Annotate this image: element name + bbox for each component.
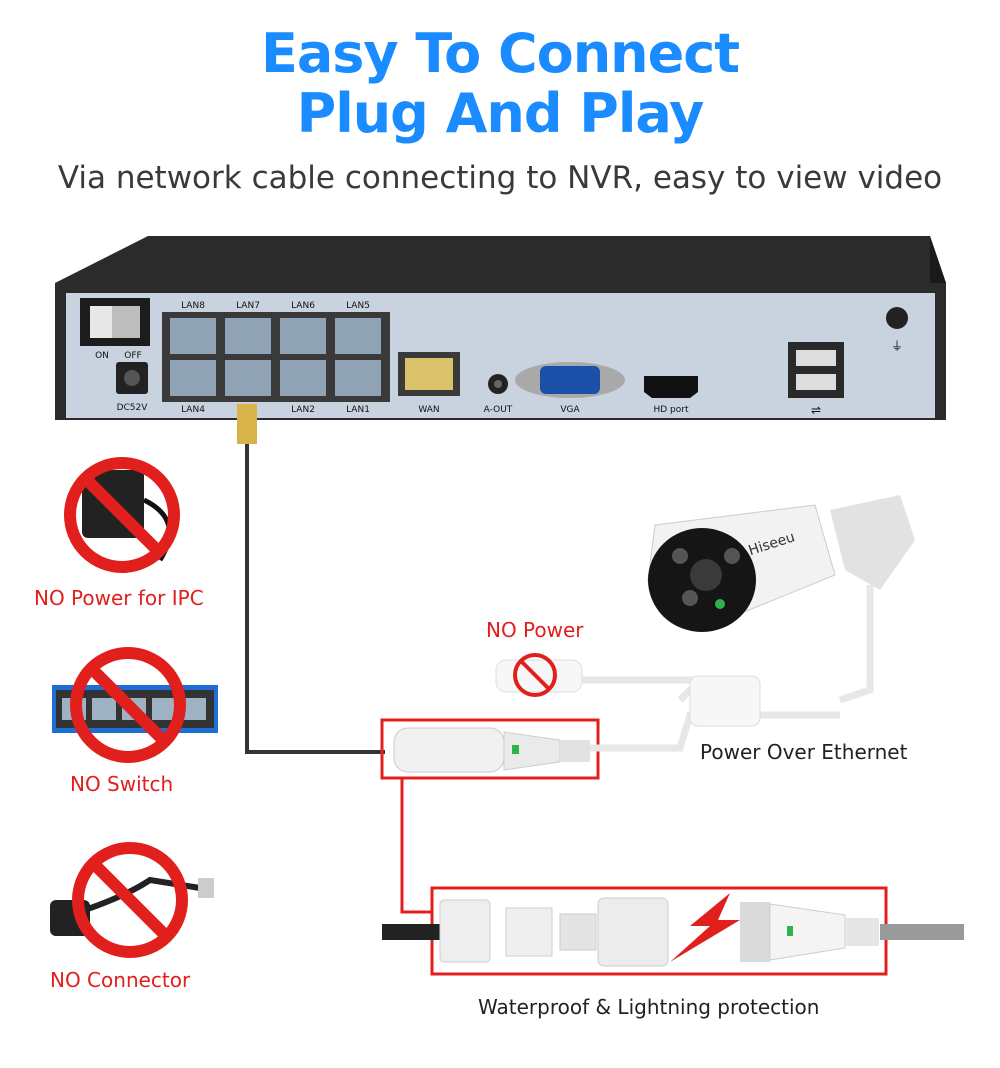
dc-plug-no-power [495, 653, 583, 697]
lan4-label: LAN4 [181, 405, 205, 415]
lan8-label: LAN8 [181, 301, 205, 311]
no-switch-label: NO Switch [70, 772, 174, 796]
power-adapter-prohibited [64, 457, 180, 573]
lightning-icon [670, 893, 740, 962]
nvr-device: ON OFF DC52V LAN8 LAN7 LAN6 LAN5 LAN4 LA… [55, 236, 946, 420]
detail-link-line [400, 778, 432, 914]
usb-icon: ⇌ [811, 403, 821, 417]
vga-label: VGA [560, 405, 580, 415]
bullet-camera: Hiseeu [647, 495, 915, 632]
lan2-label: LAN2 [291, 405, 315, 415]
rj45-plug [237, 404, 257, 444]
switch-prohibited [52, 647, 218, 763]
switch-off-label: OFF [124, 351, 141, 361]
connector-prohibited [50, 842, 214, 958]
title-line-1: Easy To Connect [260, 22, 740, 85]
no-power-ipc-label: NO Power for IPC [34, 586, 204, 610]
poe-splitter [689, 675, 761, 727]
poe-connector [393, 727, 590, 773]
prohibited-icon [64, 457, 180, 573]
hdmi-label: HD port [653, 405, 688, 415]
hdmi-port [644, 376, 698, 398]
audio-out-label: A-OUT [484, 405, 513, 415]
prohibited-icon [72, 842, 188, 958]
lan7-label: LAN7 [236, 301, 260, 311]
ground-icon: ⏚ [891, 339, 903, 353]
switch-on-label: ON [95, 351, 109, 361]
wan-label: WAN [418, 405, 439, 415]
no-power-label: NO Power [486, 618, 584, 642]
waterproof-connector [382, 893, 964, 967]
waterproof-label: Waterproof & Lightning protection [478, 995, 820, 1019]
prohibited-icon [70, 647, 186, 763]
lan5-label: LAN5 [346, 301, 370, 311]
lan1-label: LAN1 [346, 405, 370, 415]
network-cable [237, 404, 385, 754]
ground-screw [886, 307, 908, 329]
poe-label: Power Over Ethernet [700, 740, 908, 764]
subtitle: Via network cable connecting to NVR, eas… [57, 160, 943, 196]
lan6-label: LAN6 [291, 301, 315, 311]
prohibited-icon [513, 653, 557, 697]
title-line-2: Plug And Play [296, 82, 705, 145]
dc-label: DC52V [117, 403, 149, 413]
no-connector-label: NO Connector [50, 968, 191, 992]
